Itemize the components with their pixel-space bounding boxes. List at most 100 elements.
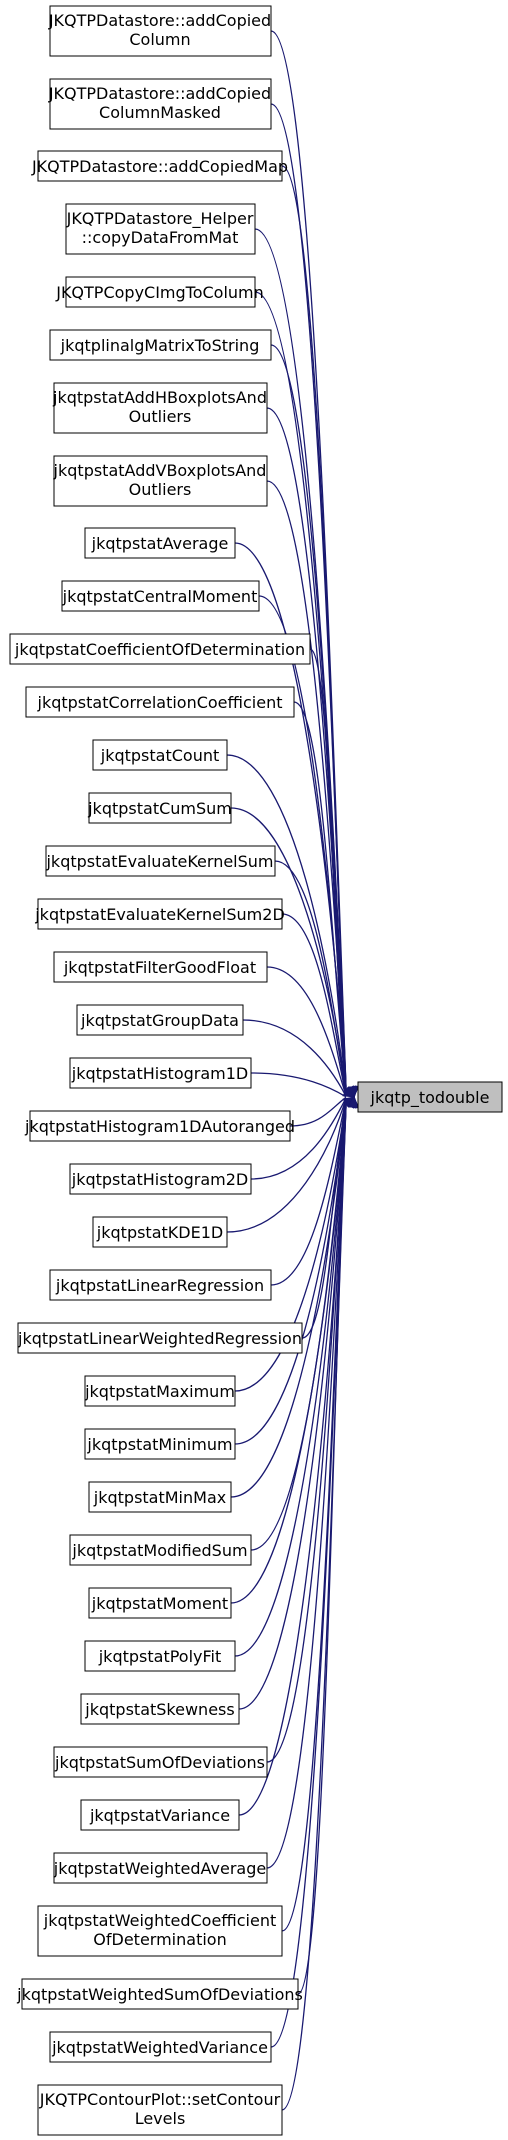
call-edge-line <box>281 913 347 1096</box>
caller-node[interactable]: jkqtpstatVariance <box>80 1799 240 1831</box>
target-node-label: jkqtp_todouble <box>370 1088 490 1108</box>
caller-node[interactable]: jkqtpstatCentralMoment <box>61 580 260 612</box>
caller-node-box <box>88 1587 232 1619</box>
caller-node[interactable]: jkqtpstatWeightedAverage <box>53 1852 268 1884</box>
caller-node[interactable]: jkqtpstatLinearWeightedRegression <box>17 1322 303 1354</box>
caller-node[interactable]: jkqtpstatMaximum <box>84 1375 236 1407</box>
caller-node[interactable]: jkqtpstatHistogram1D <box>69 1057 252 1089</box>
caller-node[interactable]: jkqtpstatLinearRegression <box>49 1269 272 1301</box>
caller-node[interactable]: jkqtpstatHistogram1DAutoranged <box>24 1110 295 1142</box>
call-edge <box>270 103 359 1099</box>
caller-node-box <box>69 1534 252 1566</box>
caller-node-label: jkqtpstatSkewness <box>84 1700 234 1719</box>
caller-node[interactable]: jkqtpstatCorrelationCoefficient <box>25 686 295 718</box>
call-edge-line <box>266 1104 347 1869</box>
caller-node-label: jkqtpstatCoefficientOfDetermination <box>14 640 305 659</box>
call-edge-line <box>266 407 347 1091</box>
caller-node-box <box>49 78 272 130</box>
caller-node[interactable]: jkqtpstatMinimum <box>84 1428 236 1460</box>
call-edge <box>266 407 359 1099</box>
caller-node-box <box>84 1640 236 1672</box>
nodes-layer: jkqtp_todouble JKQTPDatastore::addCopied… <box>9 5 503 2136</box>
caller-node-label: JKQTPContourPlot::setContour <box>39 2090 281 2109</box>
caller-node-box <box>65 276 256 308</box>
caller-node-box <box>49 1269 272 1301</box>
caller-node[interactable]: jkqtpstatKDE1D <box>92 1216 228 1248</box>
caller-node[interactable]: JKQTPCopyCImgToColumn <box>55 276 264 308</box>
caller-node[interactable]: jkqtpstatMoment <box>88 1587 232 1619</box>
caller-node-label: JKQTPDatastore_Helper <box>66 209 254 229</box>
caller-node[interactable]: jkqtpstatCount <box>92 739 228 771</box>
caller-node-box <box>37 1905 283 1957</box>
call-edge-line <box>293 701 347 1094</box>
caller-node-box <box>49 2031 272 2063</box>
caller-node[interactable]: jkqtpstatMinMax <box>88 1481 232 1513</box>
caller-node[interactable]: jkqtpstatGroupData <box>76 1004 244 1036</box>
caller-node-label: jkqtpstatCumSum <box>87 799 232 818</box>
caller-node-box <box>53 1746 268 1778</box>
caller-node-label: jkqtpstatLinearWeightedRegression <box>17 1329 302 1348</box>
call-edge <box>266 1095 359 1869</box>
call-edge-line <box>270 344 347 1090</box>
caller-node[interactable]: jkqtplinalgMatrixToString <box>49 329 272 361</box>
caller-node[interactable]: jkqtpstatEvaluateKernelSum2D <box>34 898 285 930</box>
call-edge-line <box>230 1100 347 1498</box>
caller-node[interactable]: jkqtpstatFilterGoodFloat <box>53 951 268 983</box>
caller-node[interactable]: jkqtpstatSumOfDeviations <box>53 1746 268 1778</box>
caller-node-box <box>76 1004 244 1036</box>
caller-node-label: jkqtpstatModifiedSum <box>71 1541 247 1560</box>
caller-node[interactable]: jkqtpstatSkewness <box>80 1693 240 1725</box>
caller-node-box <box>92 739 228 771</box>
caller-node[interactable]: jkqtpstatPolyFit <box>84 1640 236 1672</box>
caller-node-box <box>92 1216 228 1248</box>
caller-node-box <box>84 527 236 559</box>
caller-node-box <box>65 203 256 255</box>
caller-node-label: Outliers <box>129 407 192 426</box>
caller-node-label: jkqtpstatHistogram1DAutoranged <box>24 1117 295 1136</box>
call-edge-line <box>234 1099 347 1392</box>
call-edge-line <box>250 1072 347 1098</box>
caller-node-box <box>29 1110 291 1142</box>
caller-node-box <box>53 1852 268 1884</box>
call-edge-line <box>234 1102 347 1657</box>
caller-node-label: jkqtpstatHistogram1D <box>71 1064 248 1083</box>
caller-node-box <box>61 580 260 612</box>
caller-node[interactable]: jkqtpstatModifiedSum <box>69 1534 252 1566</box>
caller-node[interactable]: JKQTPDatastore_Helper::copyDataFromMat <box>65 203 256 255</box>
caller-node-box <box>45 845 276 877</box>
caller-node[interactable]: jkqtpstatCoefficientOfDetermination <box>9 633 311 665</box>
caller-node[interactable]: jkqtpstatWeightedVariance <box>49 2031 272 2063</box>
caller-node-box <box>80 1693 240 1725</box>
caller-node-label: jkqtpstatVariance <box>89 1806 230 1825</box>
caller-node-box <box>53 455 268 507</box>
caller-node[interactable]: jkqtpstatWeightedCoefficientOfDeterminat… <box>37 1905 283 1957</box>
caller-node-box <box>49 5 272 57</box>
caller-node-label: jkqtpstatMoment <box>91 1594 228 1613</box>
caller-node-label: jkqtpstatCentralMoment <box>62 587 258 606</box>
target-node[interactable]: jkqtp_todouble <box>357 1081 503 1113</box>
caller-node-box <box>25 686 295 718</box>
caller-node-label: JKQTPDatastore::addCopiedMap <box>31 157 288 176</box>
caller-node-label: ::copyDataFromMat <box>82 228 239 247</box>
call-edge-line <box>250 1097 347 1180</box>
caller-node[interactable]: jkqtpstatEvaluateKernelSum <box>45 845 276 877</box>
caller-node-label: jkqtpstatMinMax <box>93 1488 226 1507</box>
call-edge <box>234 1095 359 1657</box>
call-edge-line <box>266 966 347 1096</box>
caller-node-label: OfDetermination <box>93 1930 226 1949</box>
caller-node[interactable]: jkqtpstatCumSum <box>87 792 232 824</box>
caller-node[interactable]: jkqtpstatWeightedSumOfDeviations <box>16 1978 303 2010</box>
caller-node-label: jkqtpstatAverage <box>91 534 229 553</box>
call-edge <box>238 1095 359 1710</box>
caller-node[interactable]: jkqtpstatHistogram2D <box>69 1163 252 1195</box>
call-edge <box>266 1095 359 1763</box>
caller-node-label: jkqtpstatGroupData <box>80 1011 239 1030</box>
caller-node[interactable]: JKQTPDatastore::addCopiedMap <box>31 150 288 182</box>
caller-node[interactable]: jkqtpstatAverage <box>84 527 236 559</box>
